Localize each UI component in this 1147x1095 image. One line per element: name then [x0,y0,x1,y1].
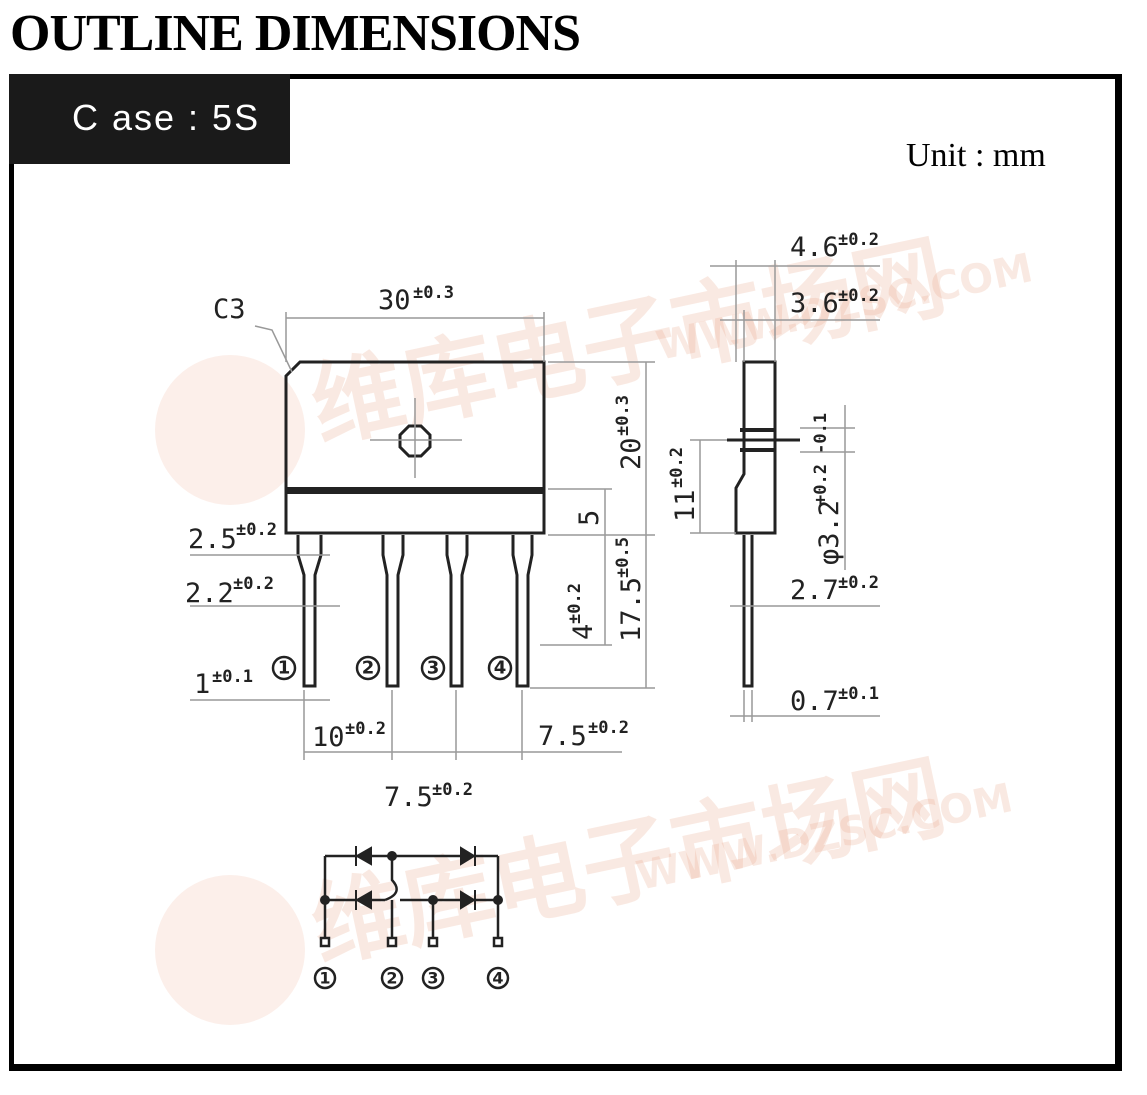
pin-number: 2 [362,658,375,679]
schematic-wire [384,856,398,902]
side-lead-shoulder-value: 2.7 [790,575,839,606]
pitch-middle-tol: ±0.2 [432,780,473,800]
lead-width-mid-value: 2.2 [185,578,234,609]
diode-icon [354,846,372,866]
pin-number: 4 [494,658,507,679]
pitch-middle-value: 7.5 [384,782,433,813]
schematic-terminal [492,936,504,948]
lead-3 [445,535,469,688]
body-height-value: 20 [616,437,647,470]
side-band [740,428,775,432]
junction-dot [493,895,503,905]
pitch-first-value: 10 [312,722,345,753]
diode-icon [460,890,476,910]
hole-height-value: 11 [670,489,701,522]
total-thickness-tol: ±0.2 [838,230,879,250]
total-thickness-value: 4.6 [790,232,839,263]
pin-badge [271,655,297,681]
lead-2 [381,535,405,688]
lead-shoulder-tol: ±0.2 [565,583,585,624]
lead-1 [296,535,323,688]
pin-number: 1 [278,658,291,679]
side-lead-shoulder-tol: ±0.2 [838,573,879,593]
unit-label: Unit : mm [906,137,1046,174]
schematic-pin-badge [313,966,337,990]
schematic-terminal [386,936,398,948]
schematic-pin-badge [380,966,404,990]
pitch-first-tol: ±0.2 [345,719,386,739]
schematic-terminal [319,936,331,948]
watermark-logo-icon [155,875,305,1025]
watermark-chars: 维库电子市场网 [302,743,954,982]
lead-thickness-tol: ±0.1 [838,684,879,704]
pin-badge [355,655,381,681]
diode-icon [460,846,476,866]
body-height-tol: ±0.3 [613,395,633,436]
side-band [740,448,775,452]
body-thickness-tol: ±0.2 [838,286,879,306]
watermark-logo-icon [155,355,305,505]
width-tol: ±0.3 [413,283,454,303]
pin-badge [487,655,513,681]
schematic-pin-badge [486,966,510,990]
body-outline [284,360,546,535]
case-label: C ase : 5S [72,97,261,138]
chamfer-leader [254,325,293,373]
page-title: OUTLINE DIMENSIONS [10,5,581,62]
junction-dot [387,851,397,861]
lead-length-value: 17.5 [616,577,647,642]
case-label-box [9,74,290,164]
schematic-pin-number: 3 [427,969,438,988]
schematic-terminal [427,936,439,948]
schematic-pin-number: 4 [492,969,503,988]
pin-number: 3 [427,658,440,679]
schematic-pin-number: 1 [319,969,330,988]
junction-dot [320,895,330,905]
lead-width-tip-tol: ±0.1 [212,667,253,687]
mounting-hole [398,424,432,458]
width-value: 30 [378,285,411,316]
lead-width-mid-tol: ±0.2 [233,574,274,594]
lead-width-top-value: 2.5 [188,524,237,555]
body-band [286,487,544,494]
lead-length-tol: ±0.5 [613,537,633,578]
drawing-frame [9,74,1122,1071]
hole-diameter-value: φ3.2 [814,500,845,565]
junction-dot [428,895,438,905]
diode-icon [354,890,372,910]
pin-badge [420,655,446,681]
hole-diameter-tol: +0.2 -0.1 [811,413,831,505]
lead-shoulder-value: 4 [568,624,599,640]
pitch-last-tol: ±0.2 [588,718,629,738]
schematic-pin-badge [421,966,445,990]
lead-4 [511,535,534,688]
side-body-outline [734,360,777,535]
body-thickness-value: 3.6 [790,288,839,319]
band-height-value: 5 [574,510,605,526]
lead-width-top-tol: ±0.2 [236,520,277,540]
hole-height-tol: ±0.2 [667,447,687,488]
pitch-last-value: 7.5 [538,721,587,752]
lead-thickness-value: 0.7 [790,686,839,717]
lead-width-tip-value: 1 [194,669,210,700]
schematic-pin-number: 2 [386,969,397,988]
chamfer-label: C3 [213,294,246,325]
side-lead [742,535,754,688]
